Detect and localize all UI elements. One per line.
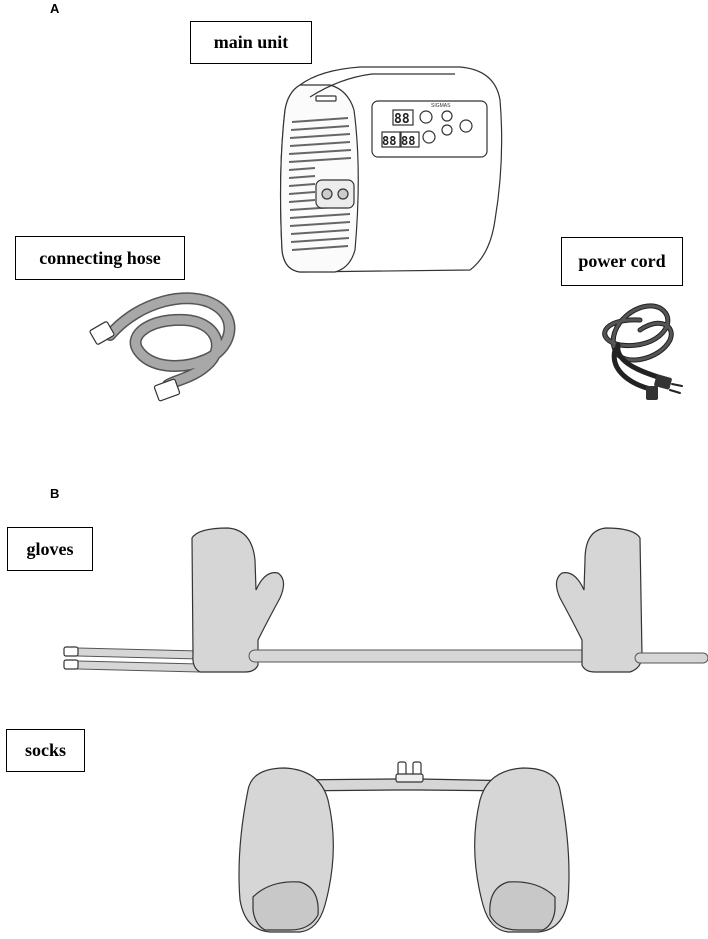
main-unit-illustration xyxy=(279,66,503,273)
device-display-bottom-left: 88 xyxy=(382,134,396,148)
panel-a-letter: A xyxy=(50,1,60,16)
socks-illustration xyxy=(238,761,570,933)
power-cord-label: power cord xyxy=(561,237,683,286)
panel-b-letter: B xyxy=(50,486,60,501)
device-display-bottom-right: 88 xyxy=(401,134,415,148)
gloves-label: gloves xyxy=(7,527,93,571)
main-unit-label: main unit xyxy=(190,21,312,64)
device-brand-text: SIGMAS xyxy=(431,103,451,109)
connecting-hose-illustration xyxy=(89,292,236,402)
power-cord-illustration xyxy=(602,303,683,400)
connecting-hose-label: connecting hose xyxy=(15,236,185,280)
device-display-top: 88 xyxy=(394,112,410,127)
gloves-illustration xyxy=(63,527,708,673)
socks-label: socks xyxy=(6,729,85,772)
